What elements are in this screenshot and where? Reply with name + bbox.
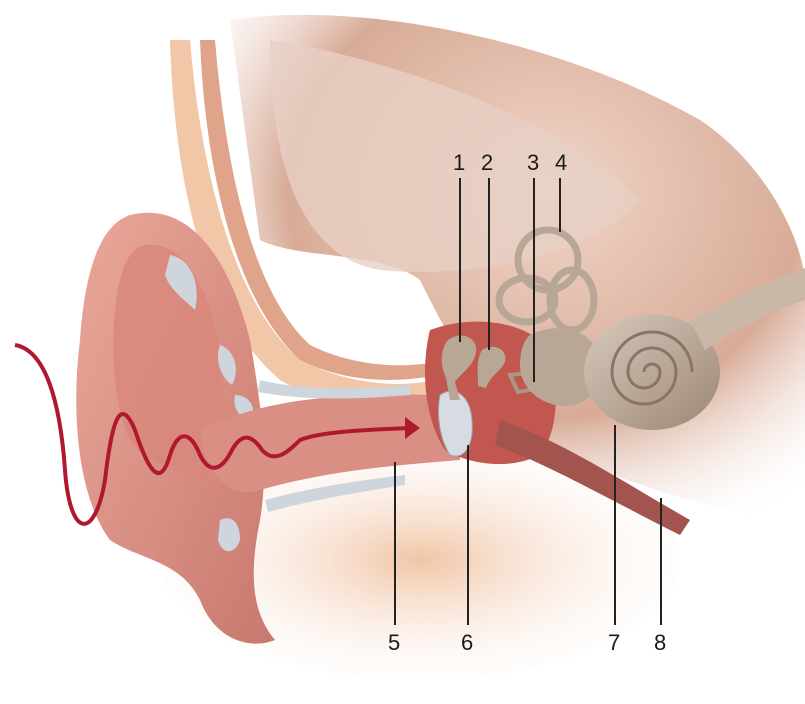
label-8: 8 [654,630,666,655]
label-2: 2 [481,150,493,175]
label-1: 1 [453,150,465,175]
label-6: 6 [461,630,473,655]
label-4: 4 [555,150,567,175]
label-3: 3 [527,150,539,175]
label-5: 5 [388,630,400,655]
label-7: 7 [608,630,620,655]
